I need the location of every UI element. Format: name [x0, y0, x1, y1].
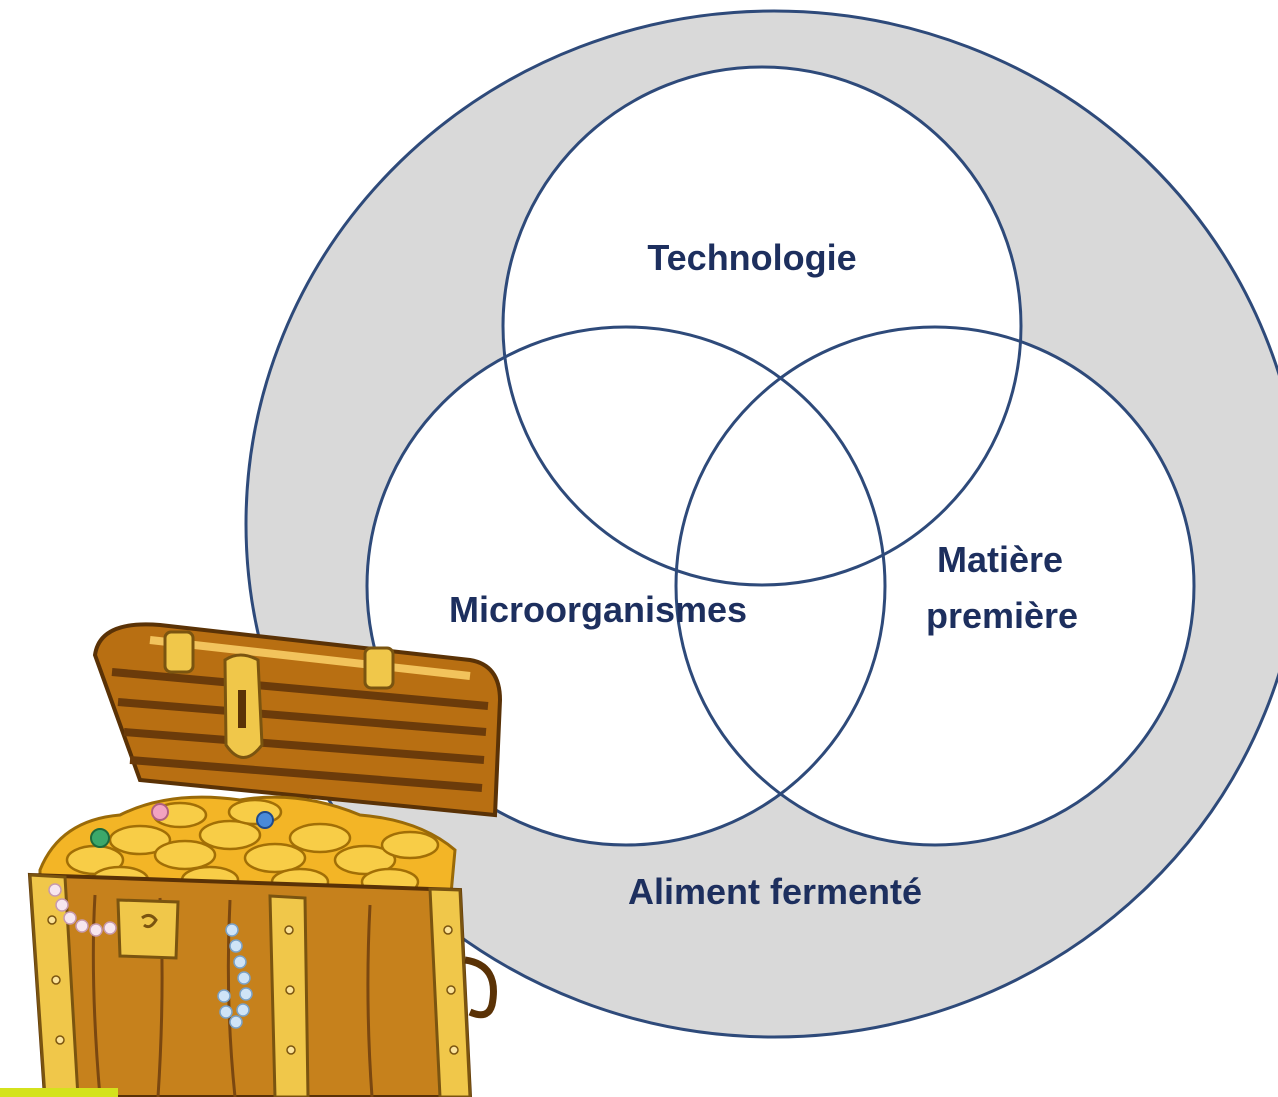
circle-microorganismes — [365, 325, 887, 847]
label-microorganismes: Microorganismes — [449, 589, 747, 630]
circle-matiere-premiere — [674, 325, 1196, 847]
accent-bar — [0, 1088, 118, 1097]
label-technologie: Technologie — [647, 237, 856, 278]
circle-technologie-fill — [503, 67, 1021, 585]
label-aliment-fermente: Aliment fermenté — [628, 871, 922, 912]
circle-technologie — [501, 65, 1023, 587]
treasure-chest-icon — [27, 622, 503, 1097]
label-premiere: première — [926, 595, 1078, 636]
label-matiere: Matière — [937, 539, 1063, 580]
